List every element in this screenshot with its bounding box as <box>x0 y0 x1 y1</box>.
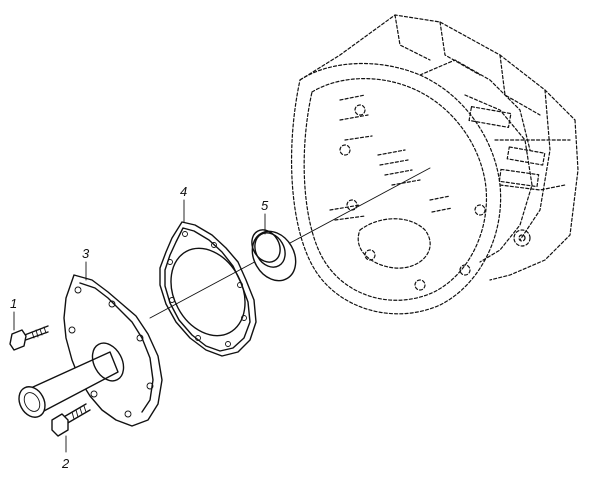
bolt-upper-part <box>9 325 49 351</box>
gasket-part <box>159 221 257 357</box>
seal-ring-part <box>251 229 297 282</box>
callout-2: 2 <box>61 456 70 471</box>
cover-part <box>18 274 163 427</box>
callout-3: 3 <box>82 246 90 261</box>
gearbox-housing <box>291 14 579 315</box>
callout-5: 5 <box>261 198 269 213</box>
callout-4: 4 <box>180 184 187 199</box>
callout-1: 1 <box>10 296 17 311</box>
leader-lines <box>13 199 266 453</box>
bolt-lower-part <box>51 403 91 437</box>
